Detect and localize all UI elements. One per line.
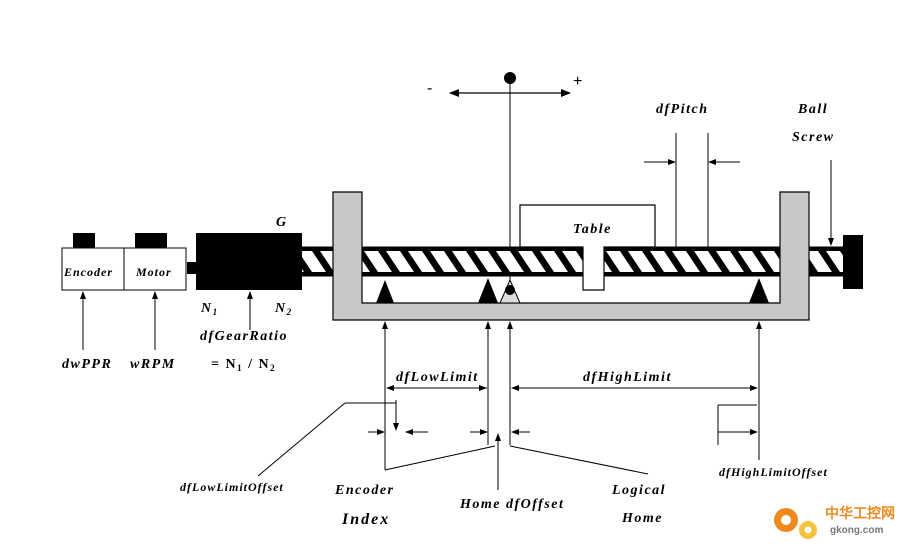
logical-home-label-1: Logical: [611, 483, 666, 498]
watermark-cn: 中华工控网: [825, 505, 895, 521]
pitch-annotation: dfPitch: [644, 102, 740, 247]
watermark-url: gkong.com: [830, 525, 883, 536]
gear-label: G: [276, 215, 288, 230]
leader-lines: [382, 321, 762, 470]
screw-thread: [686, 251, 708, 272]
screw-thread: [488, 251, 510, 272]
low-limit-marker: [478, 278, 498, 303]
screw-thread: [664, 251, 686, 272]
high-limit-label: dfHighLimit: [583, 370, 672, 385]
screw-thread: [620, 251, 642, 272]
screw-label: Screw: [792, 130, 835, 145]
screw-thread: [422, 251, 444, 272]
range-dimensions: dfLowLimit dfHighLimit: [386, 370, 758, 391]
low-limit-label: dfLowLimit: [396, 370, 479, 385]
screw-thread: [444, 251, 466, 272]
encoder-index-label-1: Encoder: [334, 483, 395, 498]
low-limit-offset-label: dfLowLimitOffset: [180, 480, 284, 494]
n1-label: N1: [200, 301, 219, 317]
encoder-index-marker: [376, 280, 394, 303]
screw-thread: [708, 251, 730, 272]
pitch-label: dfPitch: [656, 102, 709, 117]
logical-home-label-2: Home: [621, 511, 663, 526]
screw-thread: [532, 251, 554, 272]
encoder-motor: Encoder Motor dwPPR wRPM: [61, 233, 187, 372]
limit-markers: [376, 278, 769, 304]
screw-thread: [752, 251, 774, 272]
screw-thread: [300, 254, 312, 272]
motor-label: Motor: [135, 265, 172, 279]
gearbox: G N1 N2 dfGearRatio = N1 / N2: [187, 215, 302, 373]
screw-thread: [730, 251, 752, 272]
watermark: 中华工控网 gkong.com: [774, 505, 895, 539]
screw-thread: [378, 251, 400, 272]
encoder-label: Encoder: [63, 265, 113, 279]
screw-thread: [466, 251, 488, 272]
encoder-index-label-2: Index: [341, 511, 390, 528]
minus-label: -: [427, 80, 432, 97]
high-limit-marker: [749, 278, 769, 303]
bottom-callouts: dfLowLimitOffset Encoder Index Home dfOf…: [180, 445, 828, 528]
offset-markers: [257, 400, 760, 477]
screw-thread: [312, 251, 334, 272]
home-offset-label: Home dfOffset: [459, 497, 564, 512]
plus-label: +: [573, 73, 582, 90]
high-limit-offset-label: dfHighLimitOffset: [719, 465, 828, 479]
n2-label: N2: [274, 301, 293, 317]
ball-label: Ball: [797, 102, 828, 117]
gear-ratio-formula: = N1 / N2: [211, 357, 276, 373]
table-label: Table: [573, 222, 612, 237]
screw-thread: [554, 251, 576, 272]
screw-thread: [818, 251, 840, 272]
table: Table: [519, 204, 656, 291]
screw-end-bearing: [843, 235, 863, 289]
w-rpm-label: wRPM: [130, 357, 176, 372]
screw-thread: [510, 251, 532, 272]
ball-screw-annotation: Ball Screw: [792, 102, 835, 246]
dw-ppr-label: dwPPR: [62, 357, 112, 372]
carriage: [332, 191, 810, 321]
gear-ratio-label: dfGearRatio: [200, 329, 288, 344]
screw-thread: [400, 251, 422, 272]
screw-thread: [642, 251, 664, 272]
